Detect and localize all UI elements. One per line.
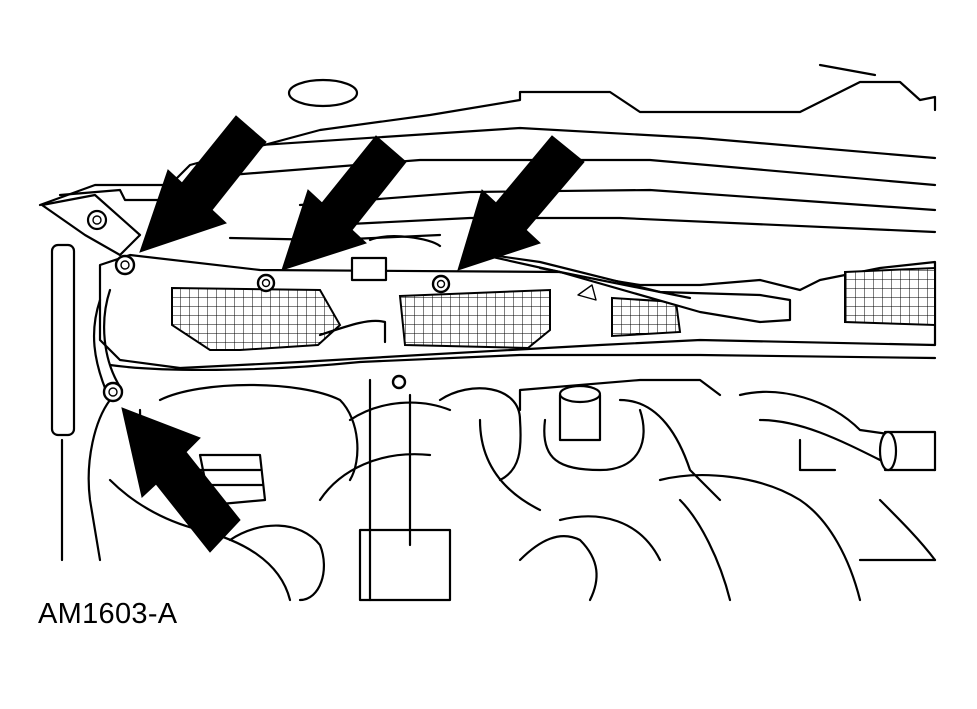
nut-3 [431,274,451,294]
callout-arrows [121,115,585,553]
nut-1 [114,254,136,276]
figure-label: AM1603-A [38,598,178,630]
left-bracket [40,193,142,562]
arrow-4 [121,407,241,553]
nut-2 [256,273,276,293]
arrow-2 [281,135,407,271]
fasteners [102,254,451,403]
arrow-3 [457,135,585,271]
cowl-panel [98,250,937,372]
arrow-1 [139,115,267,253]
nut-4 [102,381,124,403]
nut-5 [391,374,407,390]
